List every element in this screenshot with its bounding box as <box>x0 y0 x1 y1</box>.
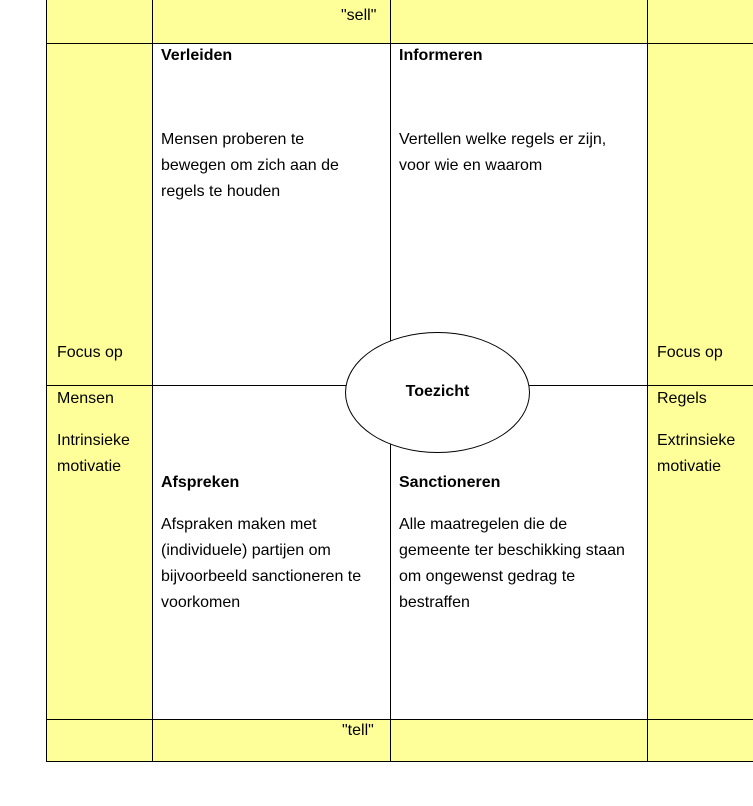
bottom-label: "tell" <box>342 722 374 739</box>
quadrant-text-line: om ongewenst gedrag te <box>399 568 576 585</box>
right-subject-label: Regels <box>657 390 707 407</box>
right-column <box>647 43 753 719</box>
left-focus-label: Focus op <box>57 344 123 361</box>
quadrant-text-line: (individuele) partijen om <box>161 542 331 559</box>
top-label: "sell" <box>341 7 377 24</box>
bottom-band <box>46 719 753 762</box>
quadrant-text-line: Vertellen welke regels er zijn, <box>399 131 607 148</box>
quadrant-text-line: Afspraken maken met <box>161 516 317 533</box>
quadrant-text-line: voor wie en waarom <box>399 157 543 174</box>
quadrant-title-afspreken: Afspreken <box>161 474 240 491</box>
grid-line <box>647 0 648 762</box>
quadrant-text-line: voorkomen <box>161 594 241 611</box>
left-subject-label: Mensen <box>57 390 114 407</box>
right-motivation-line2: motivatie <box>657 458 722 475</box>
quadrant-text-line: bijvoorbeeld sanctioneren te <box>161 568 362 585</box>
quadrant-text-line: bewegen om zich aan de <box>161 157 339 174</box>
quadrant-text-line: regels te houden <box>161 183 281 200</box>
grid-line <box>152 0 153 762</box>
quadrant-title-informeren: Informeren <box>399 47 483 64</box>
top-band <box>46 0 753 43</box>
quadrant-text-line: gemeente ter beschikking staan <box>399 542 625 559</box>
center-ellipse: Toezicht <box>345 332 530 453</box>
quadrant-title-sanctioneren: Sanctioneren <box>399 474 501 491</box>
left-motivation-line1: Intrinsieke <box>57 432 130 449</box>
grid-line <box>46 719 753 720</box>
right-motivation-line1: Extrinsieke <box>657 432 736 449</box>
quadrant-text-line: Alle maatregelen die de <box>399 516 568 533</box>
grid-line <box>46 43 753 44</box>
quadrant-title-verleiden: Verleiden <box>161 47 233 64</box>
right-focus-label: Focus op <box>657 344 723 361</box>
quadrant-text-line: bestraffen <box>399 594 470 611</box>
grid-line <box>46 761 753 762</box>
grid-line <box>46 0 47 762</box>
center-label: Toezicht <box>405 383 470 400</box>
left-column <box>46 43 152 719</box>
left-motivation-line2: motivatie <box>57 458 122 475</box>
quadrant-text-line: Mensen proberen te <box>161 131 305 148</box>
